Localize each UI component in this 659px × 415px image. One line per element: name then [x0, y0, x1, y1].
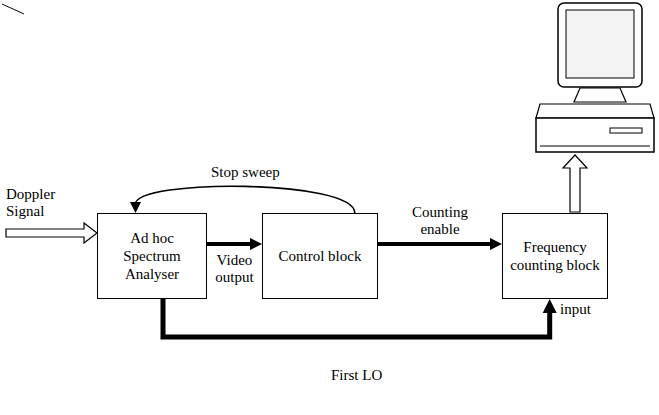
box-label: Ad hoc Spectrum Analyser	[112, 229, 192, 283]
signal-label: Video output	[209, 252, 260, 287]
arrow-head	[250, 238, 262, 250]
arrow-head	[490, 238, 502, 250]
signal-connector	[163, 299, 550, 337]
stray-mark	[2, 4, 24, 14]
box-label: Control block	[279, 247, 362, 265]
computer-icon	[536, 3, 654, 152]
box-label: Frequency counting block	[509, 238, 601, 274]
signal-label: Stop sweep	[211, 164, 280, 181]
input-arrow	[6, 223, 97, 243]
signal-connector	[207, 242, 252, 246]
output-arrow	[563, 155, 587, 212]
signal-connector	[136, 186, 355, 213]
signal-label: First LO	[331, 367, 382, 384]
input-signal-label: Doppler Signal	[6, 186, 84, 221]
process-box: Ad hoc Spectrum Analyser	[97, 213, 207, 299]
process-box: Frequency counting block	[502, 213, 608, 299]
signal-connector	[378, 242, 492, 246]
port-label: input	[560, 301, 591, 318]
arrow-head	[130, 202, 141, 213]
signal-label: Counting enable	[404, 204, 476, 239]
process-box: Control block	[262, 213, 378, 299]
arrow-head	[543, 299, 557, 313]
